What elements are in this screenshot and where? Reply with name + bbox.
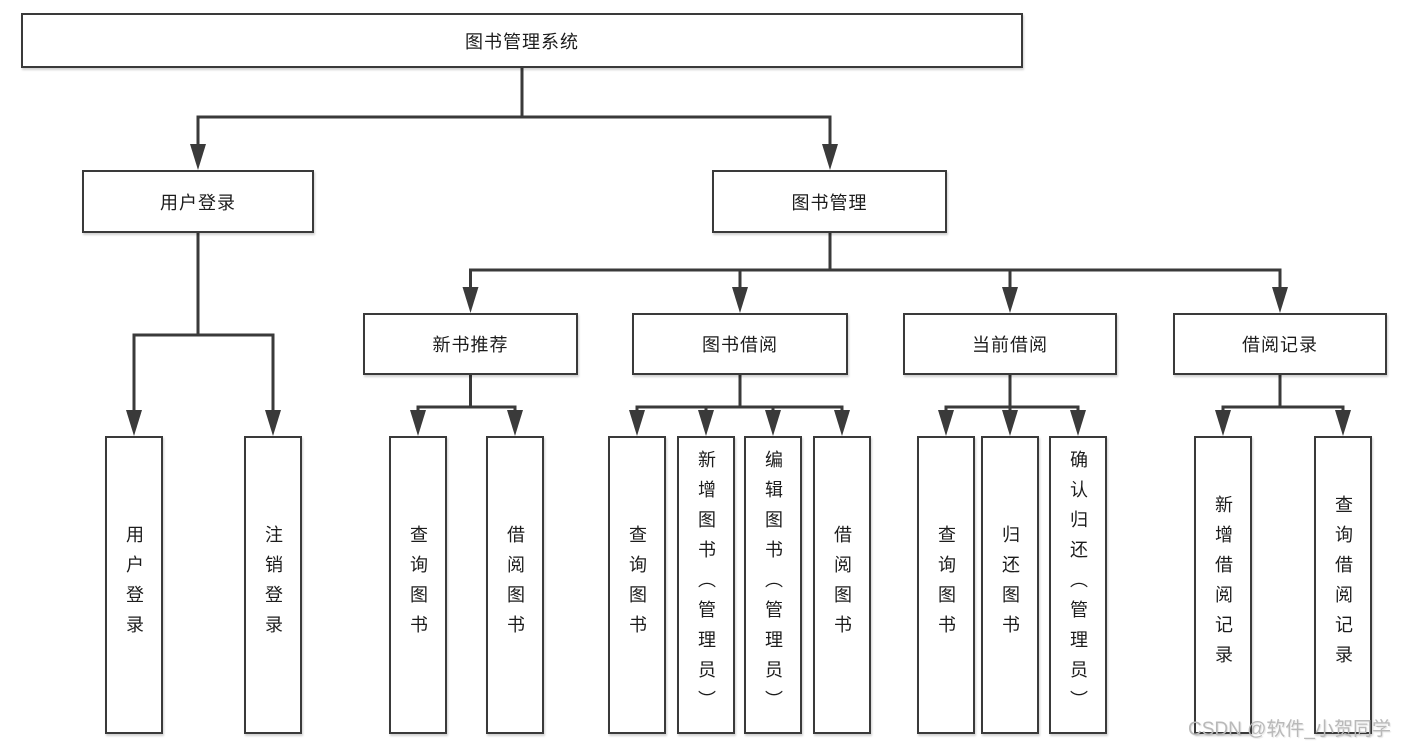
node-user-login: 用户登录: [82, 170, 314, 233]
node-borrow-records-label: 借阅记录: [1242, 335, 1318, 355]
leaf-label: 归还图书: [1000, 525, 1020, 645]
leaf-label: 借阅图书: [505, 525, 525, 645]
leaf-confirm-return-admin: 确认归还（管理员）: [1049, 436, 1107, 734]
node-book-borrow: 图书借阅: [632, 313, 848, 375]
leaf-label: 确认归还（管理员）: [1068, 450, 1088, 720]
leaf-edit-book-admin: 编辑图书（管理员）: [744, 436, 802, 734]
node-new-book-recommend-label: 新书推荐: [432, 335, 509, 355]
leaf-query-book-current: 查询图书: [917, 436, 975, 734]
leaf-user-login-label: 用户登录: [124, 525, 144, 645]
leaf-label: 新增图书（管理员）: [696, 450, 716, 720]
node-book-management: 图书管理: [712, 170, 947, 233]
node-new-book-recommend: 新书推荐: [363, 313, 578, 375]
node-borrow-records: 借阅记录: [1173, 313, 1387, 375]
node-root-label: 图书管理系统: [465, 31, 579, 52]
node-book-borrow-label: 图书借阅: [702, 335, 778, 355]
leaf-label: 借阅图书: [832, 525, 852, 645]
leaf-label: 新增借阅记录: [1213, 495, 1233, 675]
leaf-borrow-book: 借阅图书: [813, 436, 871, 734]
leaf-logout-label: 注销登录: [263, 525, 283, 645]
leaf-add-borrow-record: 新增借阅记录: [1194, 436, 1252, 734]
watermark: CSDN @软件_小贺同学: [1188, 719, 1391, 740]
leaf-return-book: 归还图书: [981, 436, 1039, 734]
leaf-query-book-borrow: 查询图书: [608, 436, 666, 734]
leaf-label: 编辑图书（管理员）: [763, 450, 783, 720]
leaf-user-login: 用户登录: [105, 436, 163, 734]
leaf-borrow-book-recommend: 借阅图书: [486, 436, 544, 734]
leaf-add-book-admin: 新增图书（管理员）: [677, 436, 735, 734]
node-current-borrow: 当前借阅: [903, 313, 1117, 375]
leaf-label: 查询图书: [627, 525, 647, 645]
leaf-label: 查询图书: [936, 525, 956, 645]
leaf-logout: 注销登录: [244, 436, 302, 734]
leaf-label: 查询图书: [408, 525, 428, 645]
node-book-management-label: 图书管理: [791, 192, 868, 213]
leaf-query-borrow-record: 查询借阅记录: [1314, 436, 1372, 734]
node-root: 图书管理系统: [21, 13, 1023, 68]
leaf-label: 查询借阅记录: [1333, 495, 1353, 675]
leaf-query-book-recommend: 查询图书: [389, 436, 447, 734]
node-current-borrow-label: 当前借阅: [972, 335, 1048, 355]
node-user-login-label: 用户登录: [160, 192, 236, 213]
